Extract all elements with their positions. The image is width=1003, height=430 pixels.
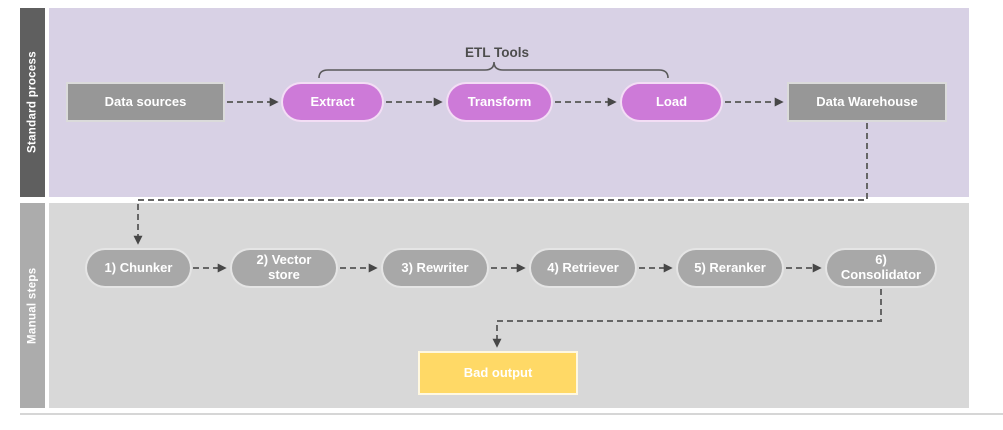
etl-tools-label: ETL Tools [465, 45, 529, 60]
node-label: 4) Retriever [547, 259, 619, 275]
node-chunker: 1) Chunker [85, 248, 192, 288]
page-divider [20, 413, 1003, 415]
node-label: 5) Reranker [694, 259, 766, 275]
lane-label-text: Standard process [26, 51, 39, 154]
node-bad-output: Bad output [418, 351, 578, 395]
node-label: 3) Rewriter [401, 259, 469, 275]
node-transform: Transform [446, 82, 553, 122]
node-vector-store: 2) Vector store [230, 248, 338, 288]
node-load: Load [620, 82, 723, 122]
lane-label-text: Manual steps [26, 267, 39, 344]
node-label: Data sources [104, 93, 187, 109]
node-consolidator: 6) Consolidator [825, 248, 937, 288]
node-label: Transform [467, 93, 532, 109]
node-data-sources: Data sources [66, 82, 225, 122]
node-label: 1) Chunker [104, 259, 173, 275]
node-label: Bad output [463, 364, 533, 380]
lane-label-manual-steps: Manual steps [20, 203, 45, 408]
node-reranker: 5) Reranker [676, 248, 784, 288]
node-label: 2) Vector store [256, 252, 312, 282]
lane-label-standard-process: Standard process [20, 8, 45, 197]
node-retriever: 4) Retriever [529, 248, 637, 288]
node-label: 6) Consolidator [840, 252, 922, 282]
node-label: Load [655, 93, 688, 109]
node-data-warehouse: Data Warehouse [787, 82, 947, 122]
node-extract: Extract [281, 82, 384, 122]
node-rewriter: 3) Rewriter [381, 248, 489, 288]
node-label: Data Warehouse [816, 93, 918, 109]
node-label: Extract [310, 93, 355, 109]
